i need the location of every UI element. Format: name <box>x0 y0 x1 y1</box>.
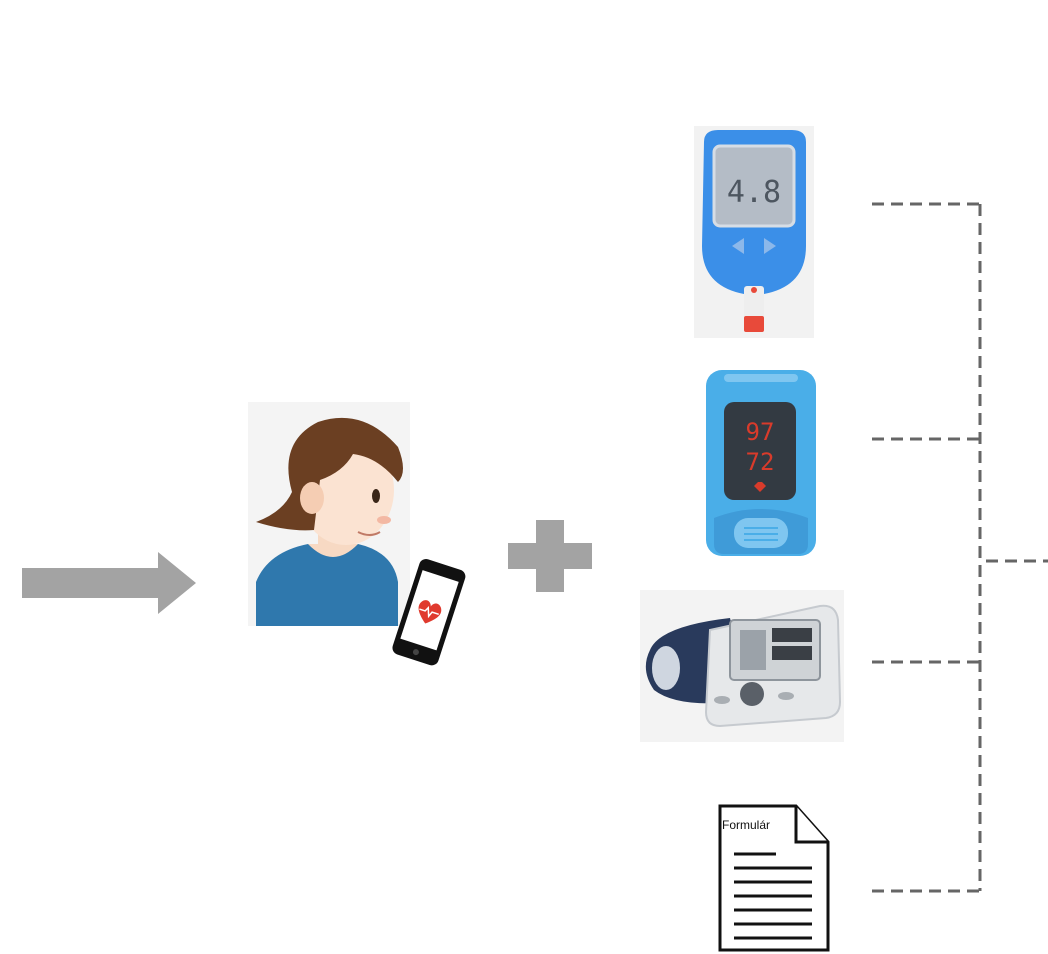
pulse-oximeter-icon: 97 72 <box>704 368 818 558</box>
phone-heart-icon <box>378 556 478 674</box>
plus-icon <box>506 518 594 594</box>
form-label: Formulár <box>722 818 771 832</box>
patient-icon <box>248 402 410 626</box>
oximeter-spo2: 97 <box>746 418 775 446</box>
glucometer-icon: 4.8 <box>694 126 814 338</box>
connector-lines <box>864 196 1048 898</box>
blood-pressure-monitor-icon <box>640 590 844 742</box>
glucometer-reading: 4.8 <box>727 175 781 210</box>
oximeter-pulse: 72 <box>746 448 775 476</box>
arrow-right-icon <box>18 548 200 618</box>
form-document-icon <box>716 802 832 954</box>
